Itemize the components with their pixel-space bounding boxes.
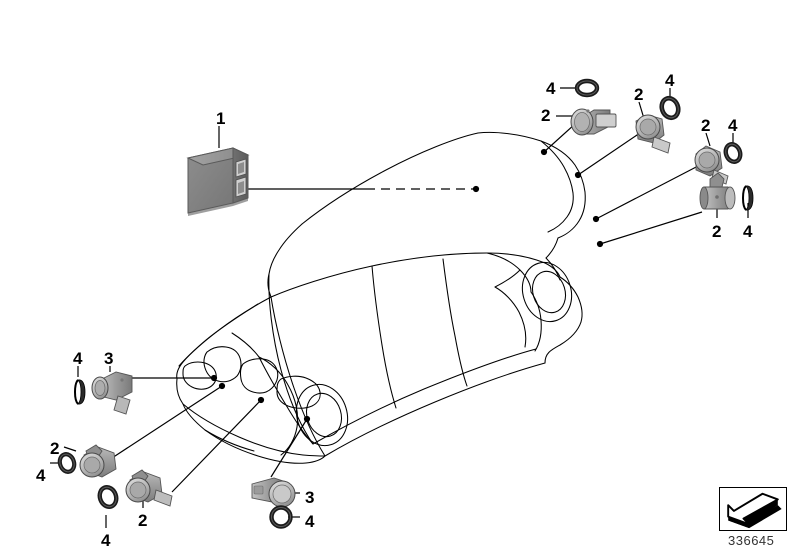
leader-rear-4 [599, 211, 703, 245]
callout-label-4: 4 [743, 222, 753, 241]
part-ultrasonic-sensor-corner [251, 477, 296, 508]
leader-front-4 [270, 418, 308, 478]
part-gasket-ring [269, 505, 293, 529]
part-ultrasonic-sensor [699, 172, 736, 210]
callout-label-3: 3 [104, 349, 114, 368]
callout-label-1: 1 [216, 109, 226, 128]
callout-label-2: 2 [701, 116, 711, 135]
part-gasket-ring [57, 452, 77, 474]
leader-rear-1 [543, 123, 576, 153]
callout-label-4: 4 [305, 512, 315, 531]
leader-front-2 [111, 385, 223, 459]
callout-label-4: 4 [101, 531, 111, 550]
part-control-module [186, 147, 250, 216]
callout-label-4: 4 [665, 71, 675, 90]
part-gasket-ring [723, 142, 743, 164]
leader-front-3 [171, 399, 262, 493]
callout-label-2: 2 [634, 85, 644, 104]
part-ultrasonic-sensor [570, 108, 617, 136]
direction-arrow-icon [719, 487, 787, 531]
diagram-id-number: 336645 [728, 533, 775, 548]
callout-label-2: 2 [541, 106, 551, 125]
direction-arrow-glyph [727, 492, 782, 529]
vehicle-outline [176, 131, 586, 464]
callout-label-2: 2 [50, 439, 60, 458]
callout-label-4: 4 [73, 349, 83, 368]
part-gasket-ring [574, 78, 600, 98]
part-gasket-ring [659, 95, 681, 121]
leader-lines [50, 87, 749, 528]
part-gasket-ring [97, 485, 119, 509]
attachment-dots [210, 148, 604, 423]
part-ultrasonic-sensor [125, 469, 173, 507]
part-ultrasonic-sensor-corner [91, 371, 133, 415]
callout-label-2: 2 [138, 511, 148, 530]
callout-label-4: 4 [36, 466, 46, 485]
leader-rear-3 [595, 164, 701, 220]
leader-rear-2 [577, 132, 641, 176]
stem-2c [705, 132, 711, 147]
part-ultrasonic-sensor [79, 444, 117, 478]
callout-label-2: 2 [712, 222, 722, 241]
callout-label-4: 4 [728, 116, 738, 135]
stem-2e [63, 446, 77, 452]
part-ultrasonic-sensor [635, 114, 671, 154]
callout-label-4: 4 [546, 79, 556, 98]
part-gasket-ring [74, 379, 86, 405]
part-gasket-ring [742, 185, 754, 211]
callout-label-3: 3 [305, 488, 315, 507]
